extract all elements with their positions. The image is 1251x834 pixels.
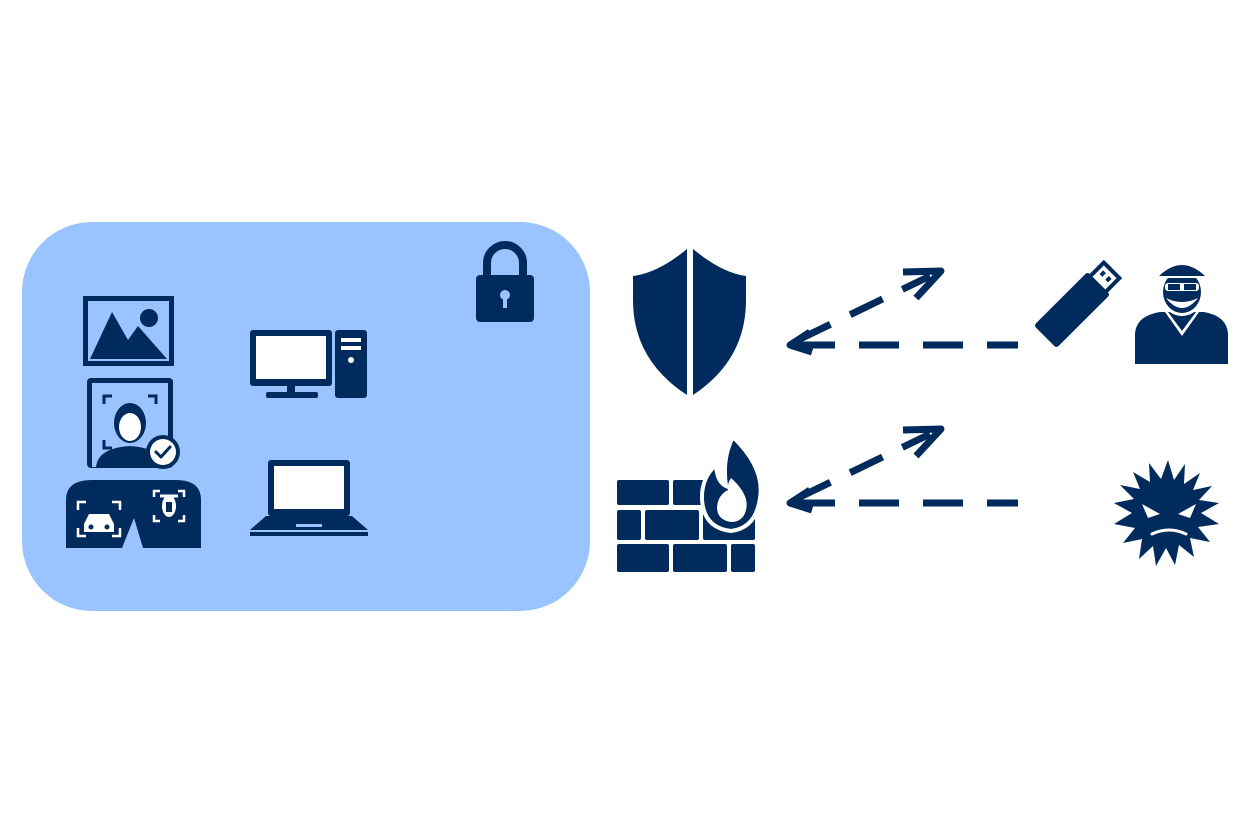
image-icon <box>83 296 174 366</box>
desktop-computer-icon <box>250 330 367 398</box>
lock-icon <box>476 241 534 322</box>
vehicle-recognition-icon <box>66 480 201 548</box>
firewall-icon <box>617 433 763 572</box>
connection-shield-usb <box>786 267 1018 356</box>
hacker-icon <box>1135 265 1228 364</box>
virus-icon <box>1114 460 1219 566</box>
shield-icon <box>633 249 746 395</box>
usb-drive-icon <box>1035 259 1123 347</box>
connection-firewall-virus <box>786 425 1018 514</box>
face-verification-icon <box>87 378 180 469</box>
laptop-icon <box>250 460 368 536</box>
